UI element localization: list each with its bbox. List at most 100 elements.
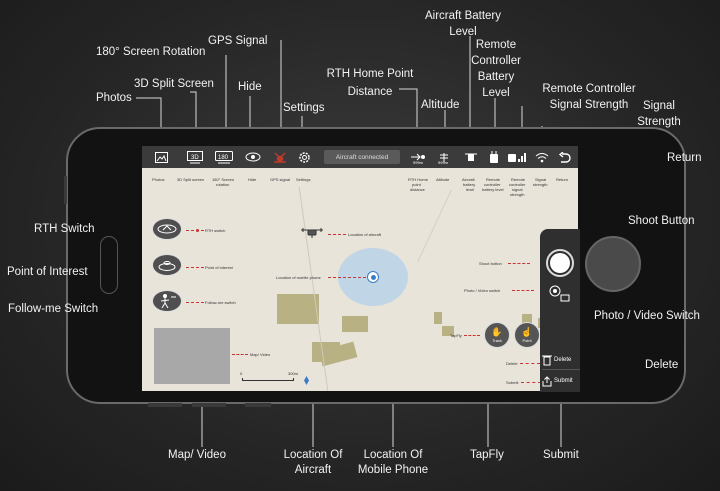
marker-dash <box>186 302 204 303</box>
camera-switch-icon[interactable] <box>549 285 571 303</box>
camera-control-panel: Delete Submit <box>540 229 580 392</box>
track-label: Track <box>492 338 502 343</box>
submit-button[interactable]: Submit <box>542 372 580 390</box>
delete-mini-label: Delete <box>506 361 518 366</box>
submit-button-label: Submit <box>554 378 573 384</box>
shoot-mini-label: Shoot button <box>479 261 502 266</box>
submit-callout: Submit <box>543 449 579 461</box>
hide-callout: Hide <box>238 81 262 93</box>
rotation-icon[interactable]: 180 <box>215 149 233 165</box>
map-building <box>277 294 319 324</box>
altitude-value: 999m <box>438 160 449 165</box>
rb-mini-label-3: battery level <box>482 187 504 192</box>
hand-icon: ✋ <box>491 327 503 337</box>
rotation-mini-label-2: rotation <box>216 182 230 187</box>
phone-power-button <box>245 403 271 407</box>
loc-phone-callout: Location Of Mobile Phone <box>348 448 438 477</box>
rb-mini-label-2: controller <box>484 182 501 187</box>
scale-max-label: 300m <box>288 371 299 376</box>
connection-status: Aircraft connected <box>324 150 400 164</box>
photos-callout: Photos <box>96 92 132 104</box>
point-button[interactable]: ☝ Point <box>514 322 540 348</box>
shoot-button[interactable] <box>546 249 574 277</box>
map-video-thumbnail[interactable] <box>154 328 230 384</box>
loc-aircraft-line-1: Location Of <box>283 449 343 461</box>
drone-icon[interactable] <box>299 226 325 238</box>
rc-battery-line-2: Controller <box>471 55 521 67</box>
return-icon[interactable] <box>557 149 571 165</box>
image-icon[interactable] <box>154 149 168 165</box>
eye-icon[interactable] <box>245 149 261 165</box>
settings-callout: Settings <box>283 102 325 114</box>
delete-button-label: Delete <box>554 356 572 363</box>
scale-zero-label: 0 <box>240 371 243 376</box>
scale-bar <box>242 378 294 381</box>
rc-signal-line-1: Remote Controller <box>542 83 636 95</box>
rth-switch-mini-label: RTH switch <box>205 228 226 233</box>
signal-line-1: Signal <box>643 100 675 112</box>
marker-dash <box>464 335 480 336</box>
rth-distance-line-1: RTH Home Point <box>326 68 414 80</box>
photo-video-callout: Photo / Video Switch <box>594 310 700 322</box>
shoot-button-callout: Shoot Button <box>628 215 695 227</box>
rth-switch-callout: RTH Switch <box>34 223 95 235</box>
map-video-mini-label: Map/ Video <box>250 352 271 357</box>
map-building <box>434 312 442 324</box>
delete-button[interactable]: Delete <box>542 350 580 370</box>
rc-battery-line-4: Level <box>482 87 510 99</box>
hide-mini-label: Hide <box>248 177 257 182</box>
aircraft-battery-line-2: Level <box>449 26 477 38</box>
return-mini-label: Return <box>556 177 569 182</box>
map-video-callout: Map/ Video <box>168 449 226 461</box>
track-button[interactable]: ✋ Track <box>484 322 510 348</box>
tapfly-callout: TapFly <box>470 449 504 461</box>
rb-mini-label-1: Remote <box>486 177 501 182</box>
home-icon <box>157 224 177 234</box>
photo-video-mini-label: Photo / Video switch <box>464 288 501 293</box>
distance-icon <box>410 149 426 165</box>
rth-switch-button[interactable] <box>152 218 182 240</box>
app-screen: 3D 180 Aircraft connected 999m 999m <box>142 146 578 391</box>
altitude-mini-label: Altitude <box>436 177 450 182</box>
split-3d-callout: 3D Split Screen <box>134 78 214 90</box>
poi-button[interactable] <box>152 254 182 276</box>
rth-distance-callout: RTH Home Point Distance <box>320 67 420 99</box>
loc-aircraft-line-2: Aircraft <box>294 464 332 476</box>
rth-mini-label-3: distance <box>410 187 425 192</box>
altitude-callout: Altitude <box>421 99 460 111</box>
marker-dash <box>512 290 534 291</box>
svg-text:3D: 3D <box>191 155 199 161</box>
gear-icon[interactable] <box>297 149 311 165</box>
poi-icon <box>158 261 176 271</box>
sig-mini-label-1: Signal <box>535 177 547 182</box>
rth-distance-line-2: Distance <box>347 86 393 98</box>
aircraft-battery-callout: Aircraft Battery Level <box>410 9 516 39</box>
compass-icon[interactable] <box>302 372 311 385</box>
ab-mini-label-2: battery <box>463 182 476 187</box>
drone-battery-icon <box>464 149 478 165</box>
sig-mini-label-2: strength <box>533 182 548 187</box>
marker-dash <box>186 267 204 268</box>
rs-mini-label-3: signal <box>512 187 523 192</box>
phone-volume-up <box>148 403 182 407</box>
3d-view-icon[interactable]: 3D <box>187 149 203 165</box>
marker-dash <box>186 230 204 231</box>
rc-battery-callout: Remote Controller Battery Level <box>466 38 526 100</box>
controller-signal-icon <box>508 149 528 165</box>
phone-side-button <box>64 176 67 204</box>
follow-me-button[interactable] <box>152 290 182 312</box>
loc-aircraft-callout: Location Of Aircraft <box>268 448 358 477</box>
trash-icon <box>542 355 552 365</box>
rc-battery-line-3: Battery <box>477 71 515 83</box>
rs-mini-label-2: controller <box>509 182 526 187</box>
distance-value: 999m <box>413 160 424 165</box>
submit-mini-label: Submit <box>506 380 519 385</box>
marker-dash <box>508 263 530 264</box>
top-toolbar: 3D 180 Aircraft connected 999m 999m <box>142 146 578 168</box>
loc-phone-line-2: Mobile Phone <box>357 464 429 476</box>
loc-phone-line-1: Location Of <box>363 449 423 461</box>
marker-dash <box>232 354 248 355</box>
rth-mini-label-1: RTH Home <box>408 177 428 182</box>
follow-me-icon <box>160 294 176 309</box>
marker-dash <box>521 382 541 383</box>
